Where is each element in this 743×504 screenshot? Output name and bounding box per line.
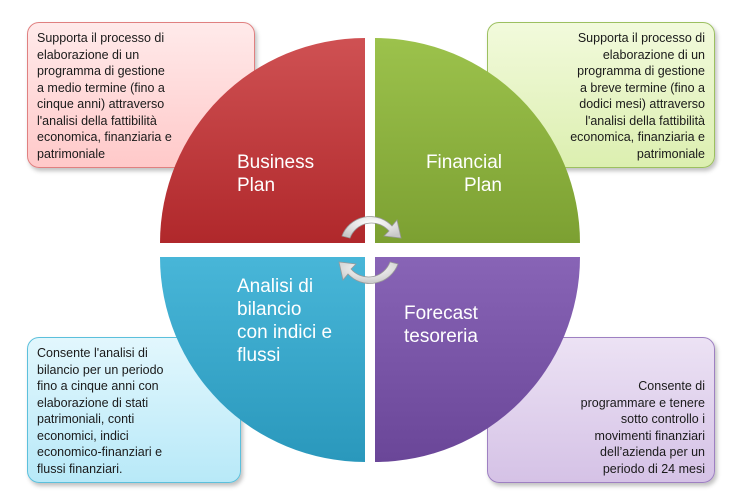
quadrant-financial-plan <box>375 38 580 243</box>
quadrant-forecast-tesoreria <box>375 257 580 462</box>
description-text: Supporta il processo di elaborazione di … <box>570 31 705 161</box>
description-text: Consente l'analisi di bilancio per un pe… <box>37 346 164 476</box>
description-box-business-plan: Supporta il processo di elaborazione di … <box>27 22 255 168</box>
quadrant-label-financial-plan: Financial Plan <box>425 152 502 196</box>
cycle-arrows-icon <box>338 216 402 284</box>
description-text: Consente di programmare e tenere sotto c… <box>580 379 705 476</box>
quadrant-analisi-bilancio <box>160 257 365 462</box>
quadrant-label-business-plan: Business Plan <box>237 152 315 196</box>
description-text: Supporta il processo di elaborazione di … <box>37 31 172 161</box>
quadrant-label-forecast-tesoreria: Forecast tesoreria <box>404 303 478 347</box>
quadrant-business-plan <box>160 38 365 243</box>
quadrant-label-analisi-bilancio: Analisi di bilancio con indici e flussi <box>237 276 333 366</box>
